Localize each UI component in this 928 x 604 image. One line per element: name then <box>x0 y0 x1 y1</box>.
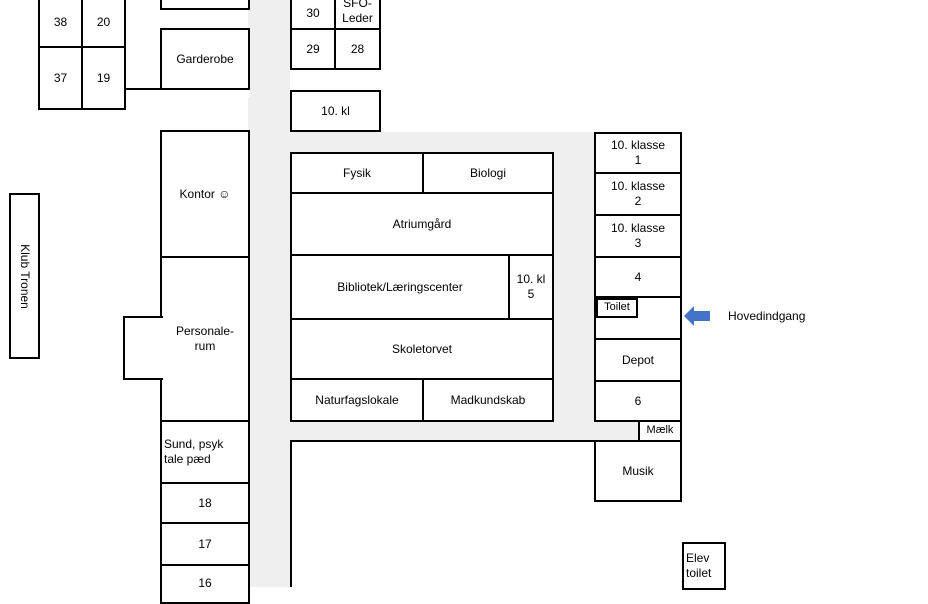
room-30: 30 <box>290 0 336 30</box>
room-10klasse-2: 10. klasse 2 <box>594 172 682 216</box>
room-19: 19 <box>81 46 126 110</box>
room-personalerum-extension <box>123 316 163 380</box>
room-maelk: Mælk <box>638 420 682 442</box>
room-17: 17 <box>160 522 250 566</box>
room-bibliotek: Bibliotek/Læringscenter <box>290 254 510 320</box>
room-skoletorvet: Skoletorvet <box>290 318 554 380</box>
room-37: 37 <box>38 46 83 110</box>
room-28: 28 <box>334 28 381 70</box>
corridor-bottom-horizontal <box>248 420 638 442</box>
room-biologi: Biologi <box>422 152 554 194</box>
room-10kl-5: 10. kl 5 <box>508 254 554 320</box>
wall-left-block <box>124 88 162 90</box>
room-madkundskab: Madkundskab <box>422 378 554 422</box>
room-18: 18 <box>160 482 250 524</box>
label-hovedindgang: Hovedindgang <box>728 309 806 323</box>
room-elev-toilet: Elev toilet <box>682 542 726 590</box>
corridor-top-horizontal <box>248 132 594 154</box>
corridor-main-vertical <box>248 0 290 587</box>
room-kontor: Kontor ☺ <box>160 130 250 258</box>
room-4: 4 <box>594 256 682 298</box>
room-atriumgaard: Atriumgård <box>290 192 554 256</box>
wall-bottom-top <box>290 440 596 442</box>
room-toilet: Toilet <box>596 298 638 318</box>
corridor-right-vertical <box>552 132 594 442</box>
room-29: 29 <box>290 28 336 70</box>
room-sfo-leder: SFO- Leder <box>334 0 381 30</box>
room-garderobe: Garderobe <box>160 28 250 90</box>
klub-tronen: Klub Tronen <box>9 193 40 359</box>
room-20: 20 <box>81 0 126 48</box>
room-top-left-partial <box>160 0 250 10</box>
room-sund-psyk: Sund, psyk tale pæd <box>160 420 250 484</box>
corridor-left-upper <box>125 90 250 98</box>
room-10klasse-1: 10. klasse 1 <box>594 132 682 174</box>
wall-bottom-left <box>290 440 292 587</box>
room-16: 16 <box>160 564 250 604</box>
room-10kl-top: 10. kl <box>290 90 381 132</box>
arrow-left-icon <box>684 306 710 326</box>
room-38: 38 <box>38 0 83 48</box>
room-naturfagslokale: Naturfagslokale <box>290 378 424 422</box>
room-10klasse-3: 10. klasse 3 <box>594 214 682 258</box>
room-personalerum: Personale- rum <box>160 256 250 422</box>
room-depot: Depot <box>594 338 682 382</box>
room-fysik: Fysik <box>290 152 424 194</box>
room-6: 6 <box>594 380 682 422</box>
room-musik: Musik <box>594 440 682 502</box>
